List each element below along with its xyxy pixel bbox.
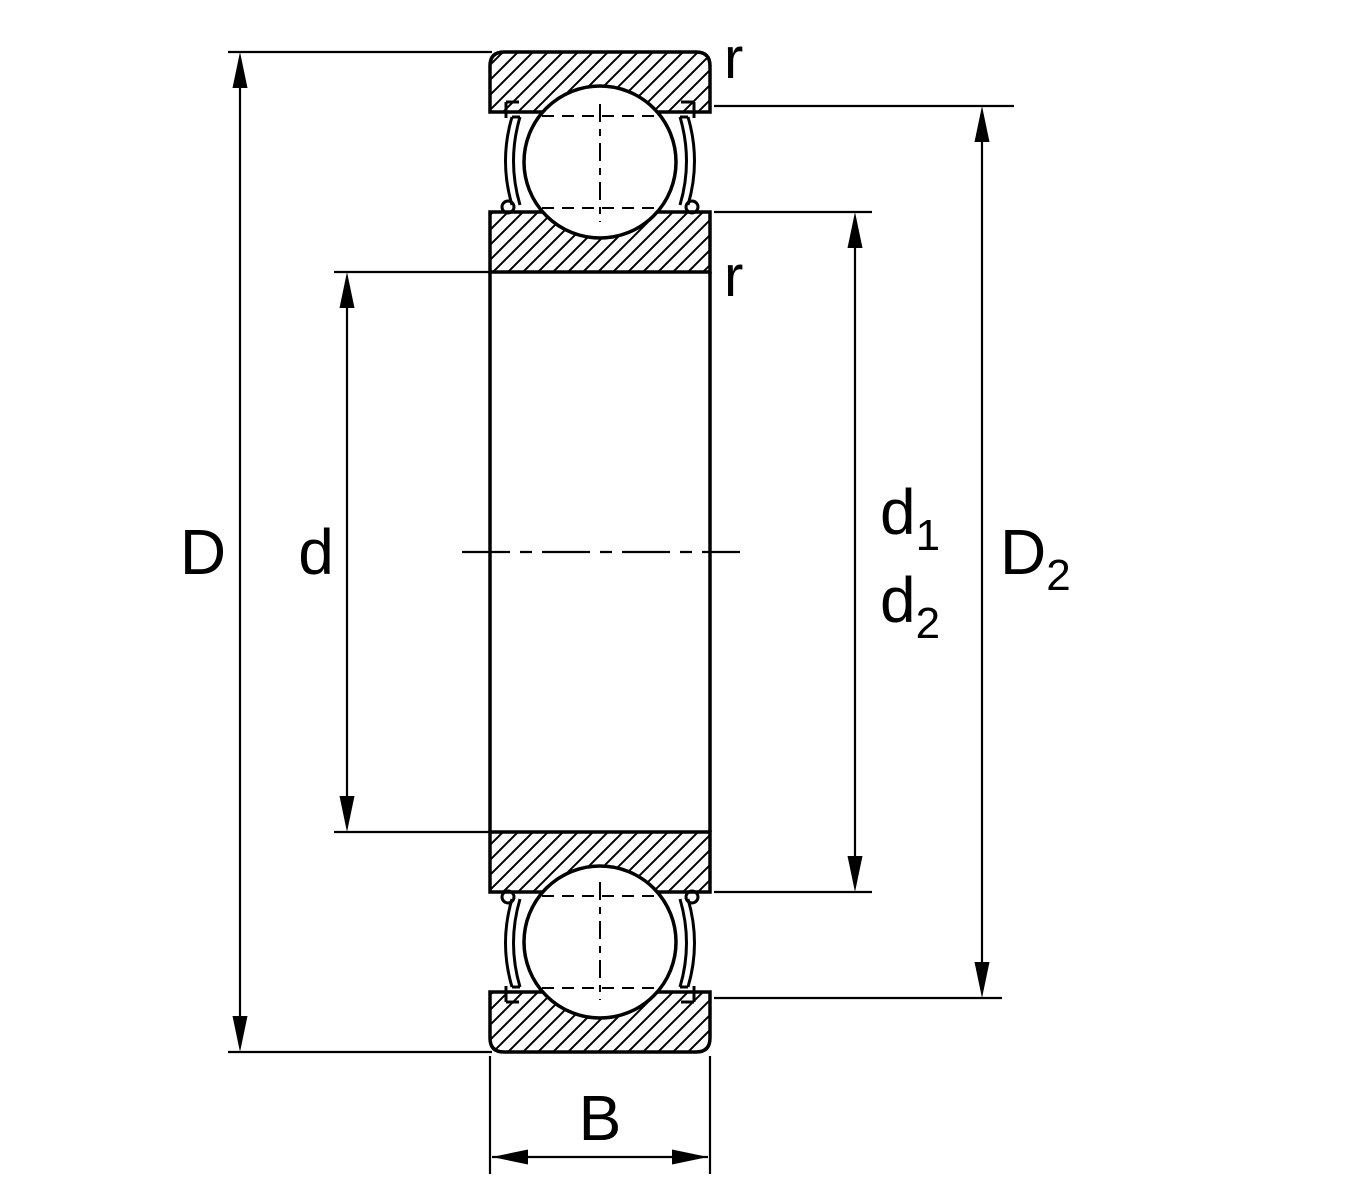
outer-ring-top — [488, 50, 712, 114]
bearing-cross-section — [462, 50, 740, 1054]
label-D2: D2 — [1000, 516, 1071, 600]
dim-D-arrow-up — [232, 52, 248, 88]
dimension-D2: D2 — [714, 104, 1071, 1000]
outer-ring-bottom — [488, 990, 712, 1054]
label-D: D — [180, 516, 226, 588]
dimension-d: d — [298, 270, 492, 834]
label-d1: d1 — [880, 476, 940, 560]
label-r-top: r — [724, 26, 743, 91]
label-B: B — [579, 1082, 622, 1154]
dimension-d1-d2: d1 d2 — [714, 210, 940, 894]
dim-D2-arrow-up — [974, 106, 990, 142]
dimension-D: D — [180, 50, 492, 1054]
dimension-B: B — [488, 1056, 712, 1174]
dim-d-arrow-up — [339, 272, 355, 308]
dim-d1d2-arrow-up — [847, 212, 863, 248]
ball-top — [522, 84, 678, 240]
dim-B-arrow-left — [492, 1149, 528, 1165]
dim-D2-arrow-down — [974, 962, 990, 998]
label-d2: d2 — [880, 564, 940, 648]
dim-d-arrow-down — [339, 796, 355, 832]
dim-B-arrow-right — [672, 1149, 708, 1165]
label-d: d — [298, 516, 334, 588]
ball-bottom — [522, 864, 678, 1020]
dim-D-arrow-down — [232, 1016, 248, 1052]
radius-labels: r r — [724, 26, 743, 309]
shield-bottom-right — [678, 889, 700, 1004]
shield-top-right — [678, 100, 700, 215]
dim-d1d2-arrow-down — [847, 856, 863, 892]
shield-bottom-left — [500, 889, 522, 1004]
shield-top-left — [500, 100, 522, 215]
label-r-bottom: r — [724, 244, 743, 309]
